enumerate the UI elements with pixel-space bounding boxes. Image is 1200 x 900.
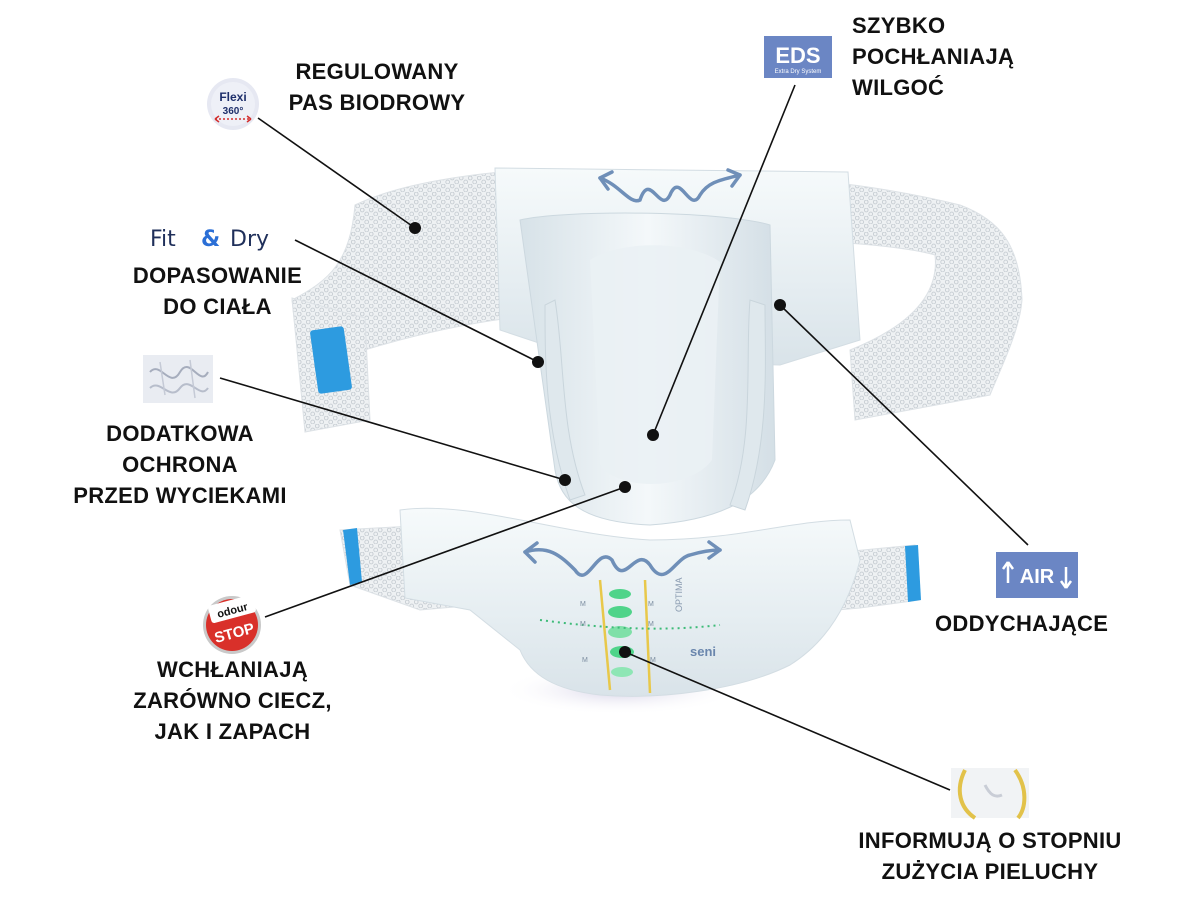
- leak-label-line: PRZED WYCIEKAMI: [73, 483, 287, 508]
- size-marks: M M M M M M: [580, 601, 656, 664]
- eds-label: SZYBKO POCHŁANIAJĄ WILGOĆ: [852, 10, 1014, 103]
- odour-label: WCHŁANIAJĄ ZARÓWNO CIECZ, JAK I ZAPACH: [100, 654, 365, 747]
- fit-dry-label: DOPASOWANIE DO CIAŁA: [110, 260, 325, 322]
- product-line-print: OPTIMA: [674, 577, 684, 612]
- brand-print: seni: [690, 644, 716, 659]
- airflow-arrows-front: [523, 540, 722, 577]
- connector-wetness: [624, 651, 951, 791]
- eds-label-line: WILGOĆ: [852, 75, 945, 100]
- right-tab-blue-edge: [905, 545, 921, 602]
- air-label: ODDYCHAJĄCE: [935, 608, 1108, 639]
- connector-waistband: [257, 117, 416, 229]
- right-leak-cuff: [729, 299, 766, 511]
- svg-text:EDS: EDS: [775, 43, 820, 68]
- front-panel: [399, 507, 861, 697]
- connector-leak: [219, 377, 566, 481]
- leak-label-line: OCHRONA: [122, 452, 238, 477]
- callout-lines: [219, 84, 1029, 791]
- fit-dry-label-line: DO CIAŁA: [163, 294, 272, 319]
- connector-eds: [652, 84, 796, 436]
- leak-barrier-thumbnail-icon: [143, 355, 213, 403]
- size-mark: M: [648, 601, 654, 608]
- wetness-indicator-thumbnail-icon: [951, 768, 1029, 820]
- odour-label-line: ZARÓWNO CIECZ,: [133, 688, 332, 713]
- svg-text:Fit: Fit: [150, 227, 176, 252]
- svg-text:AIR: AIR: [1020, 566, 1055, 588]
- size-mark: M: [582, 657, 588, 664]
- fastening-tape: [310, 326, 352, 394]
- left-leak-cuff: [544, 299, 586, 501]
- svg-text:Flexi: Flexi: [219, 90, 246, 104]
- wetness-label-line: INFORMUJĄ O STOPNIU: [858, 828, 1122, 853]
- core-center: [590, 245, 720, 484]
- size-mark: M: [580, 621, 586, 628]
- odour-label-line: WCHŁANIAJĄ: [157, 657, 308, 682]
- wetness-indicator-area: [539, 579, 721, 694]
- svg-text:360°: 360°: [223, 106, 244, 117]
- eds-label-line: POCHŁANIAJĄ: [852, 44, 1015, 69]
- wetness-label-line: ZUŻYCIA PIELUCHY: [881, 859, 1099, 884]
- size-mark: M: [650, 657, 656, 664]
- svg-text:Dry: Dry: [230, 227, 269, 252]
- connector-air: [779, 304, 1029, 546]
- waistband-label-line: PAS BIODROWY: [288, 90, 466, 115]
- waistband-label-line: REGULOWANY: [295, 59, 459, 84]
- size-mark: M: [648, 621, 654, 628]
- odour-stop-badge: odour STOP: [203, 595, 261, 654]
- flexi-360-badge: Flexi 360°: [207, 78, 259, 130]
- wetness-label: INFORMUJĄ O STOPNIU ZUŻYCIA PIELUCHY: [830, 825, 1150, 887]
- connector-fit-dry: [294, 239, 539, 363]
- fit-dry-logo: Fit & Dry: [150, 227, 269, 252]
- waistband-label: REGULOWANY PAS BIODROWY: [272, 56, 482, 118]
- airflow-arrows-back: [598, 168, 742, 203]
- air-label-line: ODDYCHAJĄCE: [935, 611, 1109, 636]
- svg-text:Extra Dry System: Extra Dry System: [775, 69, 822, 75]
- size-mark: M: [580, 601, 586, 608]
- odour-label-line: JAK I ZAPACH: [154, 719, 311, 744]
- callout-dots: [409, 222, 786, 658]
- leak-protection-label: DODATKOWA OCHRONA PRZED WYCIEKAMI: [50, 418, 310, 511]
- eds-label-line: SZYBKO: [852, 13, 946, 38]
- air-badge: AIR: [996, 552, 1078, 598]
- left-tab-blue-edge: [343, 528, 362, 585]
- fit-dry-label-line: DOPASOWANIE: [132, 263, 303, 288]
- svg-text:&: &: [201, 227, 220, 252]
- leak-label-line: DODATKOWA: [106, 421, 254, 446]
- eds-badge: EDS Extra Dry System: [764, 36, 832, 78]
- connector-odour: [264, 486, 626, 618]
